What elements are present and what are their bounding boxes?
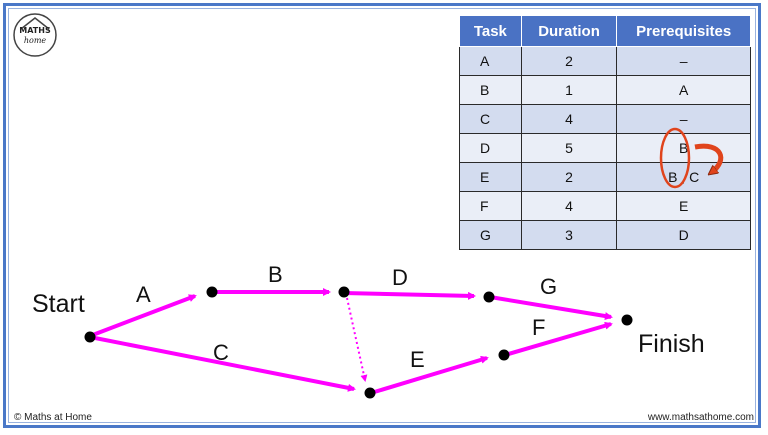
cell-prerequisites: A (616, 75, 751, 105)
event-node-after-e (498, 349, 510, 361)
table-row: G 3 D (459, 220, 751, 250)
precedence-table: Task Duration Prerequisites A 2 – B 1 A … (459, 15, 751, 250)
activity-label-g: G (540, 274, 558, 299)
cell-task: G (459, 220, 522, 250)
activity-label-e: E (410, 347, 425, 372)
website-text: www.mathsathome.com (647, 412, 754, 423)
header-prerequisites: Prerequisites (616, 15, 751, 47)
activity-arrow-g (489, 295, 613, 320)
cell-prerequisites: B , C (616, 162, 751, 192)
table-row: C 4 – (459, 104, 751, 134)
activity-arrow-f (504, 321, 613, 357)
activity-label-f: F (532, 315, 546, 340)
prerequisite-highlight-ellipse (659, 127, 691, 189)
activity-arrow-e (370, 355, 489, 395)
table-row: F 4 E (459, 191, 751, 221)
start-label: Start (32, 290, 85, 318)
activity-label-b: B (268, 262, 283, 287)
event-node-after-a (206, 286, 218, 298)
maths-at-home-logo: MATHS home (12, 12, 58, 58)
start-node (84, 331, 96, 343)
cell-prerequisites: D (616, 220, 751, 250)
cell-task: D (459, 133, 522, 163)
event-node-after-b (338, 286, 350, 298)
activity-arrow-d (343, 291, 476, 300)
logo-text-home: home (23, 36, 47, 45)
copyright-text: © Maths at Home (14, 412, 92, 423)
logo-house-icon (13, 13, 57, 57)
cell-duration: 3 (520, 220, 618, 250)
finish-node (621, 314, 633, 326)
table-header-row: Task Duration Prerequisites (459, 15, 751, 47)
event-node-after-d (483, 291, 495, 303)
table-row: A 2 – (459, 46, 751, 76)
activity-arrow-a (89, 294, 197, 338)
header-duration: Duration (520, 15, 618, 47)
logo-text-maths: MATHS (19, 26, 51, 35)
cell-task: E (459, 162, 522, 192)
table-row: D 5 B (459, 133, 751, 163)
activity-label-c: C (213, 340, 229, 365)
table-row: B 1 A (459, 75, 751, 105)
curved-arrow-icon (694, 143, 724, 172)
activity-label-d: D (392, 265, 408, 290)
outer-frame (3, 3, 761, 428)
cell-duration: 1 (520, 75, 618, 105)
inner-frame (8, 8, 756, 423)
cell-duration: 5 (520, 133, 618, 163)
finish-label: Finish (638, 330, 705, 358)
cell-prerequisites: – (616, 46, 751, 76)
activity-arrow-c (89, 335, 356, 392)
cell-task: B (459, 75, 522, 105)
cell-prerequisites: – (616, 104, 751, 134)
event-node-after-c (364, 387, 376, 399)
cell-duration: 4 (520, 191, 618, 221)
dummy-activity-arrow (346, 297, 368, 382)
activity-label-a: A (136, 282, 151, 307)
cell-duration: 2 (520, 46, 618, 76)
cell-prerequisites: E (616, 191, 751, 221)
